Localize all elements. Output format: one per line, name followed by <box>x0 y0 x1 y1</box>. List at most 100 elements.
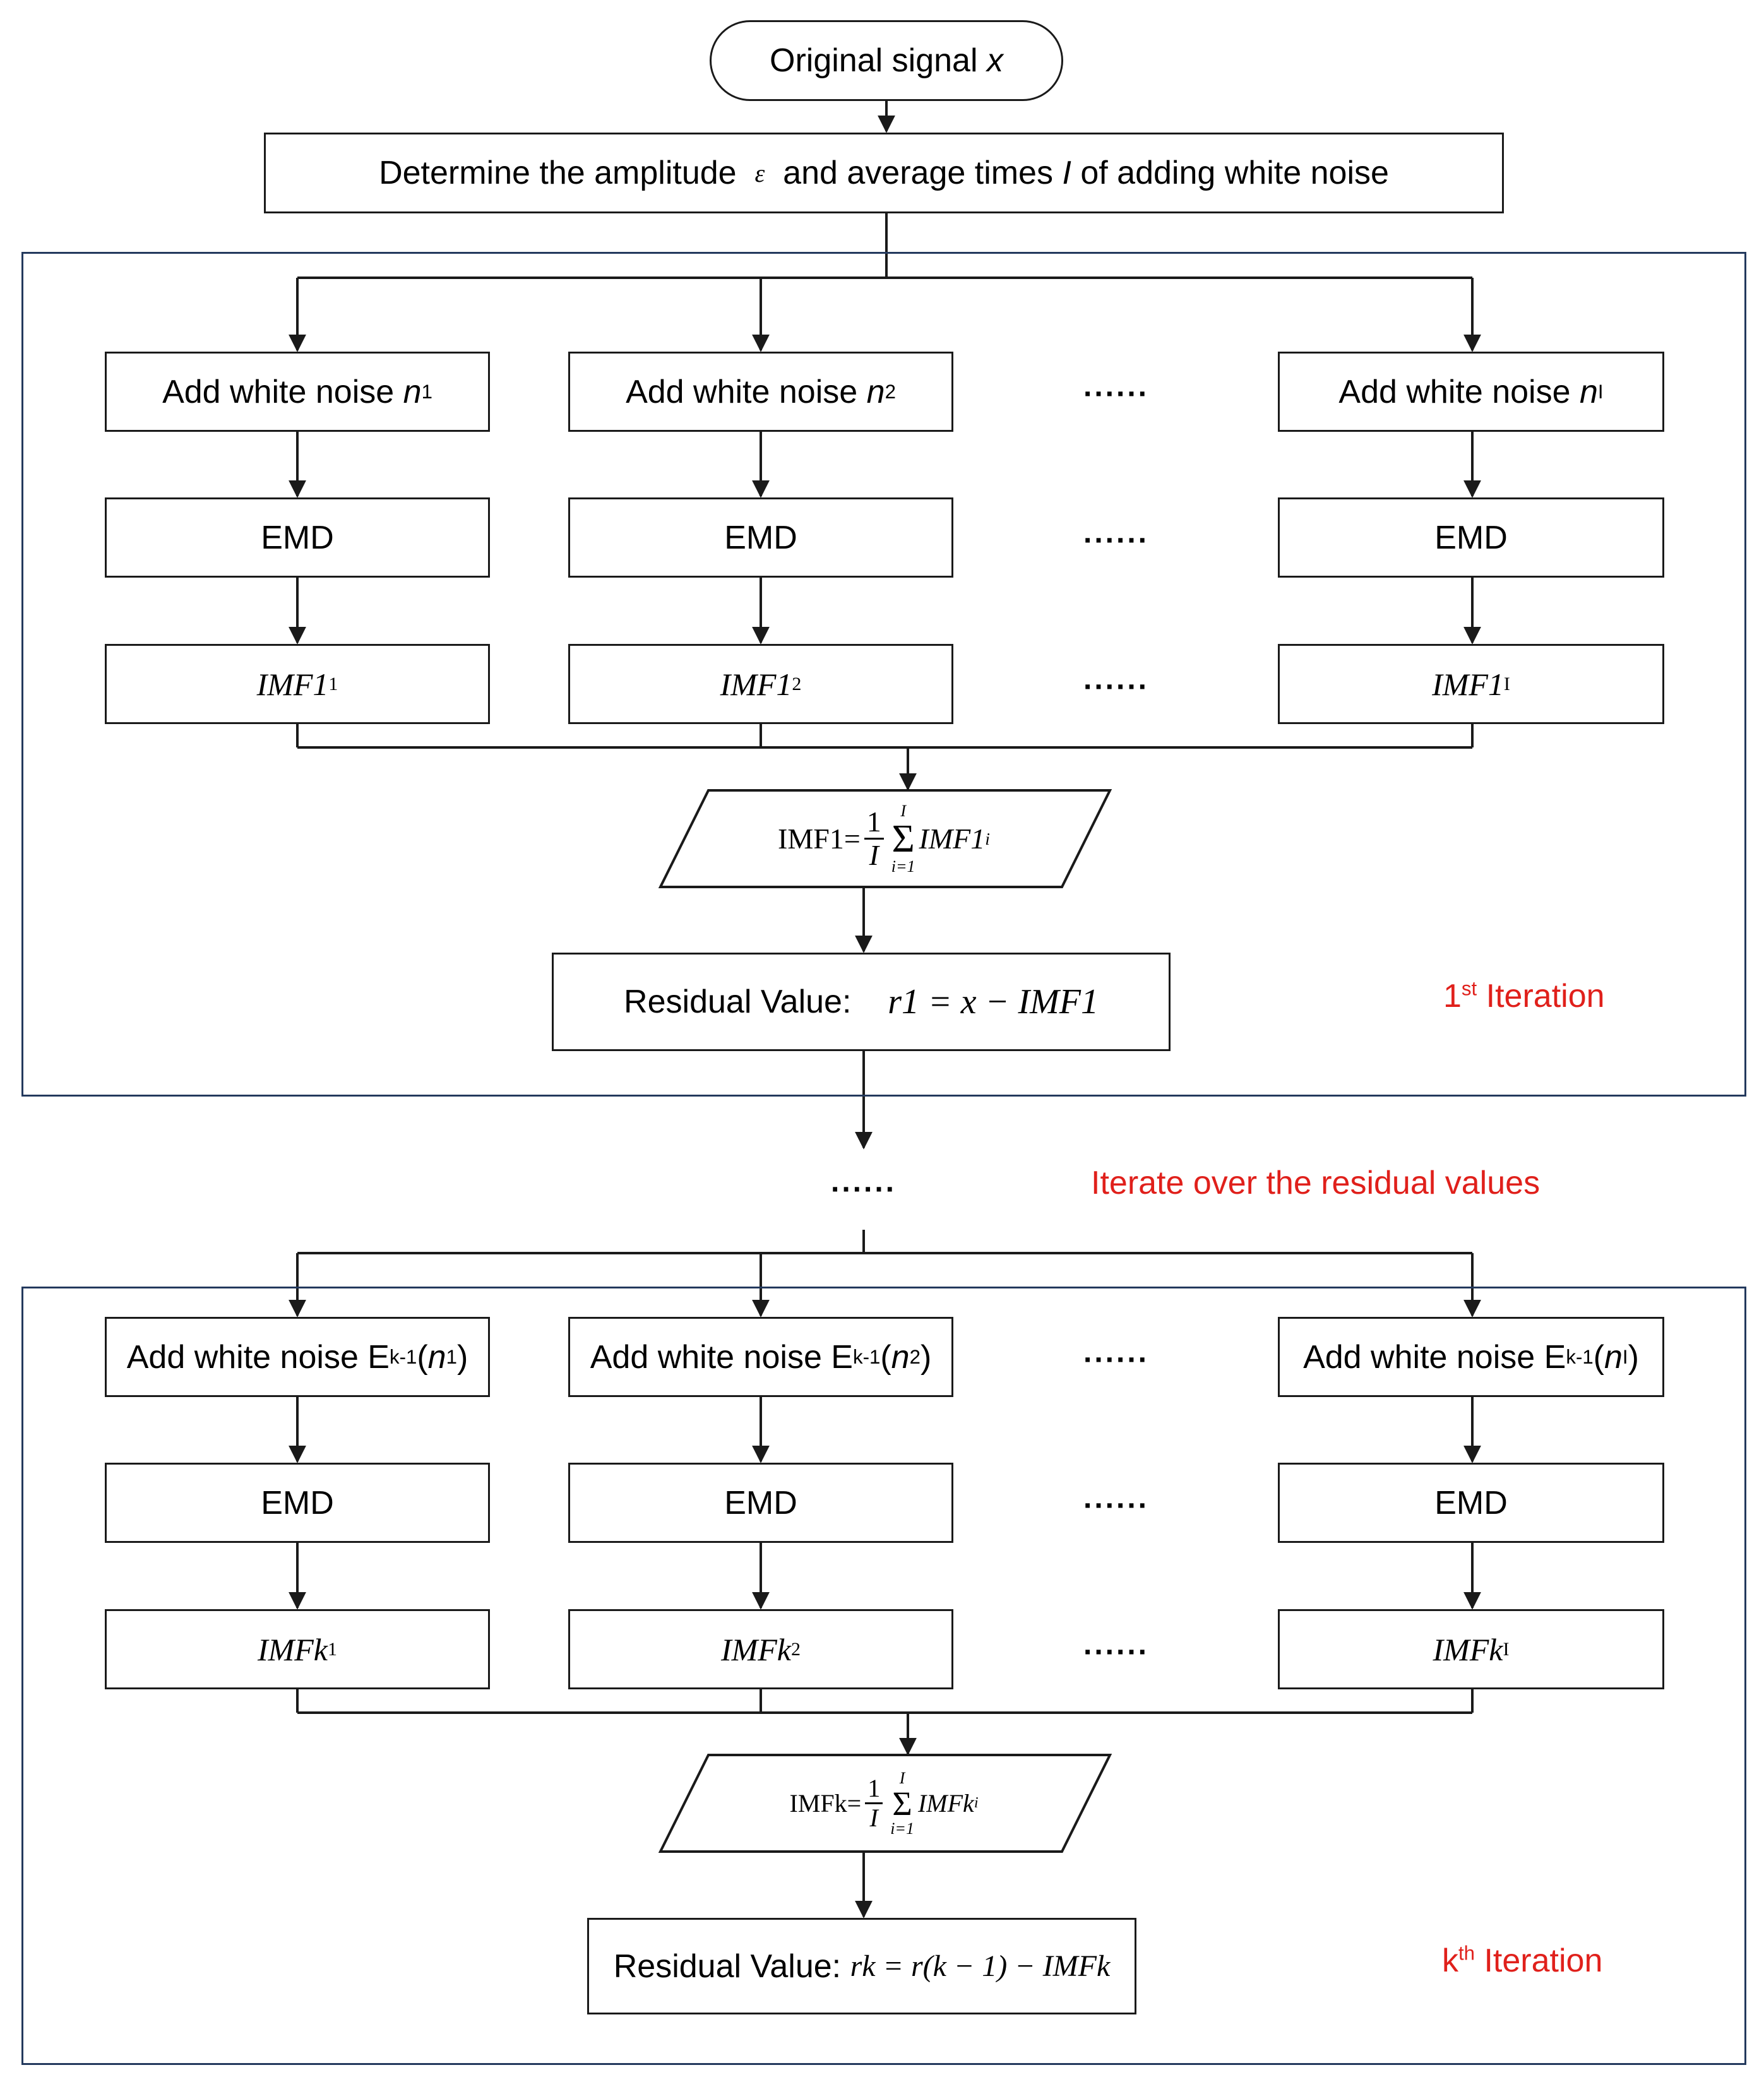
emd-node-1-2: EMD <box>568 497 953 578</box>
start-label: Original signal <box>770 42 978 79</box>
imf-sub: 1 <box>328 673 338 694</box>
noise-label: Add white noise <box>626 373 858 410</box>
noise-sub: 1 <box>446 1345 457 1368</box>
formula-lhs: IMFk= <box>789 1789 862 1817</box>
imf-sub: I <box>1503 1638 1510 1660</box>
emd-label: EMD <box>724 1484 797 1521</box>
residual-formula: r1 = x − IMF1 <box>888 982 1099 1021</box>
emd-node-1-1: EMD <box>105 497 490 578</box>
sum-upper: I <box>899 1768 905 1787</box>
determine-middle: and average times <box>783 155 1053 191</box>
e-sub: k-1 <box>390 1345 417 1368</box>
imf-label: IMFk <box>720 1631 792 1667</box>
ellipsis-imf-k: ...... <box>1083 1627 1150 1662</box>
noise-label: Add white noise E <box>590 1338 853 1376</box>
residual-formula: rk = r(k − 1) − IMFk <box>850 1949 1111 1983</box>
emd-label: EMD <box>261 1484 334 1521</box>
ellipsis-imf-1: ...... <box>1083 662 1150 696</box>
emd-label: EMD <box>1434 1484 1508 1521</box>
fraction-num: 1 <box>865 1776 883 1804</box>
emd-node-k-3: EMD <box>1278 1463 1664 1543</box>
noise-label: Add white noise <box>1338 373 1571 410</box>
imf-sub: I <box>1503 673 1510 694</box>
iteration-k-frame <box>21 1287 1746 2065</box>
noise-var: n <box>403 373 422 410</box>
iteration-1-tag: 1st Iteration <box>1443 977 1605 1015</box>
sum-upper: I <box>900 801 906 820</box>
imf-sub: 2 <box>791 1638 801 1660</box>
determine-prefix: Determine the amplitude <box>379 155 737 191</box>
determine-I: I <box>1062 155 1071 191</box>
imf-label: IMFk <box>257 1631 328 1667</box>
noise-sub: I <box>1597 380 1604 403</box>
residual-label: Residual Value: <box>624 984 852 1020</box>
noise-sub: 1 <box>421 380 432 403</box>
sum-lower: i=1 <box>891 857 915 876</box>
noise-var: n <box>891 1338 910 1376</box>
noise-sub: 2 <box>885 380 896 403</box>
noise-var: n <box>1579 373 1598 410</box>
e-sub: k-1 <box>853 1345 881 1368</box>
emd-node-k-2: EMD <box>568 1463 953 1543</box>
tag-number: 1 <box>1443 978 1462 1014</box>
formula-term: IMFk <box>917 1789 974 1817</box>
tag-sup: th <box>1458 1942 1475 1965</box>
noise-label: Add white noise E <box>126 1338 390 1376</box>
ellipsis-emd-k: ...... <box>1083 1481 1150 1515</box>
sum-lower: i=1 <box>890 1819 914 1838</box>
imf-label: IMFk <box>1433 1631 1503 1667</box>
tag-word: Iteration <box>1484 1942 1603 1979</box>
fraction-den: I <box>869 839 879 871</box>
iterate-label: Iterate over the residual values <box>1091 1165 1541 1201</box>
emd-label: EMD <box>724 519 797 556</box>
emd-label: EMD <box>261 519 334 556</box>
start-var: x <box>986 42 1003 79</box>
noise-var: n <box>427 1338 446 1376</box>
emd-label: EMD <box>1434 519 1508 556</box>
residual-node-1: Residual Value: r1 = x − IMF1 <box>552 953 1171 1051</box>
noise-sub: 2 <box>909 1345 921 1368</box>
avg-parallelogram-k <box>658 1754 1112 1853</box>
fraction-den: I <box>869 1804 878 1832</box>
imf-sub: 2 <box>792 673 802 694</box>
ellipsis-emd-1: ...... <box>1083 516 1150 550</box>
emd-node-k-1: EMD <box>105 1463 490 1543</box>
imf-sub: 1 <box>328 1638 338 1660</box>
imf-label: IMF1 <box>256 666 329 702</box>
residual-label: Residual Value: <box>613 1948 842 1985</box>
imf-label: IMF1 <box>1432 666 1504 702</box>
start-node: Original signal x <box>710 20 1063 101</box>
determine-suffix: of adding white noise <box>1080 155 1389 191</box>
formula-term-sub: i <box>985 828 990 848</box>
formula-term: IMF1 <box>919 823 986 855</box>
formula-lhs: IMF1= <box>778 823 861 855</box>
noise-var: n <box>866 373 885 410</box>
tag-sup: st <box>1461 977 1477 1000</box>
fraction-num: 1 <box>864 807 884 840</box>
noise-sub: I <box>1622 1345 1628 1368</box>
e-sub: k-1 <box>1566 1345 1594 1368</box>
formula-term-sub: i <box>974 1795 979 1811</box>
determine-epsilon: ε <box>754 158 765 187</box>
iteration-1-frame <box>21 252 1746 1097</box>
iteration-k-tag: kth Iteration <box>1442 1942 1602 1980</box>
ellipsis-noise-k: ...... <box>1083 1335 1150 1369</box>
noise-var: n <box>1604 1338 1623 1376</box>
